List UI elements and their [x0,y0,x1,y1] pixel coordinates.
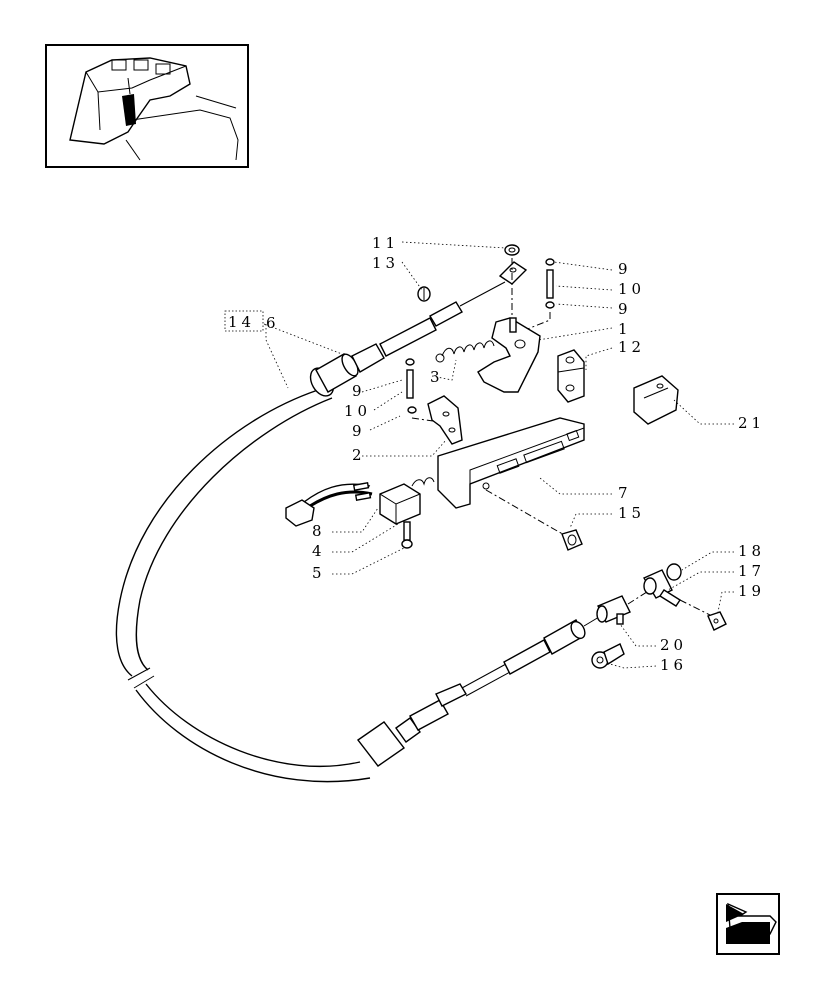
cap-18 [666,563,682,581]
label-13: 13 [372,254,399,272]
label-17: 17 [738,562,765,580]
label-6: 6 [266,314,280,332]
bowden-cable [115,389,371,783]
label-12: 12 [618,338,645,356]
label-9-middle: 9 [352,382,366,400]
lever-1 [477,317,541,393]
wire-harness-8 [285,482,373,527]
washer-11 [504,244,520,256]
bolt-15 [561,529,583,551]
clip-19 [707,611,727,631]
bracket-7 [437,417,585,509]
label-9-top: 9 [618,260,632,278]
clip-13 [417,286,431,302]
label-18: 18 [738,542,765,560]
label-8: 8 [312,522,326,540]
label-2: 2 [352,446,366,464]
label-14: 14 [228,313,255,331]
location-thumbnail [45,44,249,168]
label-9-second: 9 [618,300,632,318]
label-9-lower: 9 [352,422,366,440]
bracket-12 [557,349,585,403]
spring-3 [435,340,495,363]
label-10-middle: 10 [344,402,371,420]
ball-joint-17 [642,569,681,607]
label-16: 16 [660,656,687,674]
cable-end-upper [309,261,528,397]
label-15: 15 [618,504,645,522]
label-11: 11 [372,234,399,252]
part-labels: 11 13 9 10 9 1 12 21 14 6 3 9 10 9 2 7 1… [228,234,765,674]
label-19: 19 [738,582,765,600]
back-arrow-icon[interactable] [716,893,780,955]
leader-lines [263,241,734,669]
label-20: 20 [660,636,687,654]
label-3: 3 [430,368,444,386]
switch-4 [379,477,435,525]
connector-21 [633,375,679,425]
label-4: 4 [312,542,326,560]
eye-joint-16 [591,643,625,669]
bracket-2 [427,395,463,445]
pin-10-middle [405,358,417,414]
cable-end-lower [356,613,605,767]
fitting-20 [596,595,631,625]
label-1: 1 [618,320,632,338]
label-10-top: 10 [618,280,645,298]
label-7: 7 [618,484,632,502]
label-21: 21 [738,414,765,432]
label-5: 5 [312,564,326,582]
pin-10-upper [545,258,555,309]
screw-5 [401,521,413,549]
